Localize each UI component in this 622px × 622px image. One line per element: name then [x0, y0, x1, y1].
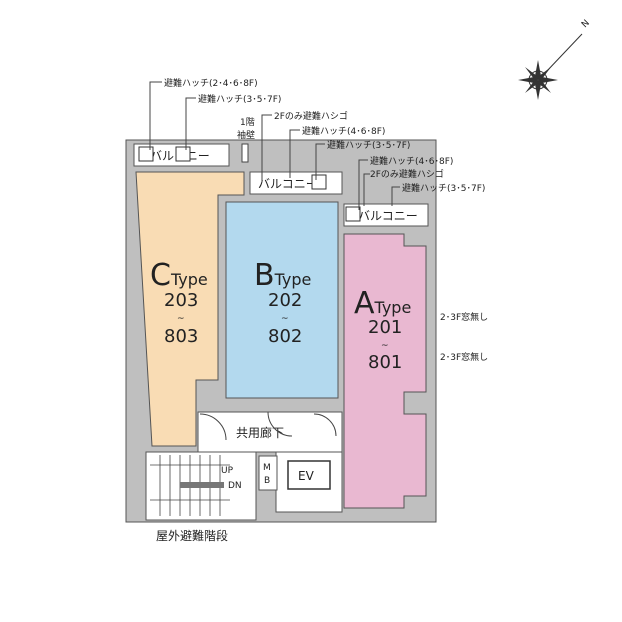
unit-c-area [135, 171, 245, 447]
compass-north-label: N [580, 18, 592, 30]
unit-c-tilde: ~ [177, 314, 185, 324]
door-swing [267, 411, 293, 437]
hatch-note: 2Fのみ避難ハシゴ [370, 168, 444, 180]
unit-c-label: CType [150, 258, 208, 293]
hatch-note: 避難ハッチ(2･4･6･8F) [164, 77, 258, 89]
meter-box-label-b: B [264, 476, 270, 486]
unit-c-number-bottom: 803 [164, 326, 198, 347]
balcony-right [343, 203, 429, 227]
elevator [287, 460, 331, 490]
hatch-leaders [149, 81, 400, 210]
window-note: 2･3F窓無し [440, 351, 488, 363]
meter-box-label-m: M [263, 463, 271, 473]
door-swing [313, 413, 337, 437]
hatch-icon [138, 146, 154, 162]
unit-a-number-bottom: 801 [368, 352, 402, 373]
balcony-right-label: バルコニー [358, 209, 418, 223]
window-note: 2･3F窓無し [440, 311, 488, 323]
hatch-icon [311, 174, 327, 190]
hatch-note: 避難ハッチ(3･5･7F) [327, 139, 410, 151]
unit-b-number-bottom: 802 [268, 326, 302, 347]
hatch-note: 避難ハッチ(4･6･8F) [302, 125, 385, 137]
door-swing [199, 413, 227, 441]
meter-box [258, 455, 278, 491]
hatch-note: 避難ハッチ(3･5･7F) [402, 182, 485, 194]
stairs-up-label: UP [221, 466, 234, 476]
corridor-label: 共用廊下 [236, 425, 284, 440]
stairs-label: 屋外避難階段 [156, 528, 228, 543]
unit-c-number-top: 203 [164, 290, 198, 311]
unit-b-number-top: 202 [268, 290, 302, 311]
hatch-note: 避難ハッチ(3･5･7F) [198, 93, 281, 105]
hatch-note: 避難ハッチ(4･6･8F) [370, 155, 453, 167]
unit-a-tilde: ~ [381, 341, 389, 351]
sodekabe-note-line2: 袖壁 [237, 129, 255, 141]
sleeve-wall [241, 143, 249, 163]
unit-b-tilde: ~ [281, 314, 289, 324]
sodekabe-note-line1: 1階 [240, 117, 255, 128]
compass-icon [518, 33, 583, 100]
elevator-label: EV [298, 469, 315, 483]
hatch-icon [345, 206, 361, 222]
unit-b-area [225, 201, 339, 399]
unit-a-area [343, 233, 427, 509]
unit-a-label: AType [354, 286, 411, 321]
common-corridor [197, 411, 343, 453]
hatch-icon [175, 146, 191, 162]
unit-a-number-top: 201 [368, 317, 402, 338]
stair-landing [180, 482, 224, 488]
hatch-note: 2Fのみ避難ハシゴ [274, 110, 348, 122]
balcony-middle-label: バルコニー [258, 177, 318, 191]
unit-b-label: BType [254, 258, 311, 293]
stairs-down-label: DN [228, 481, 242, 491]
